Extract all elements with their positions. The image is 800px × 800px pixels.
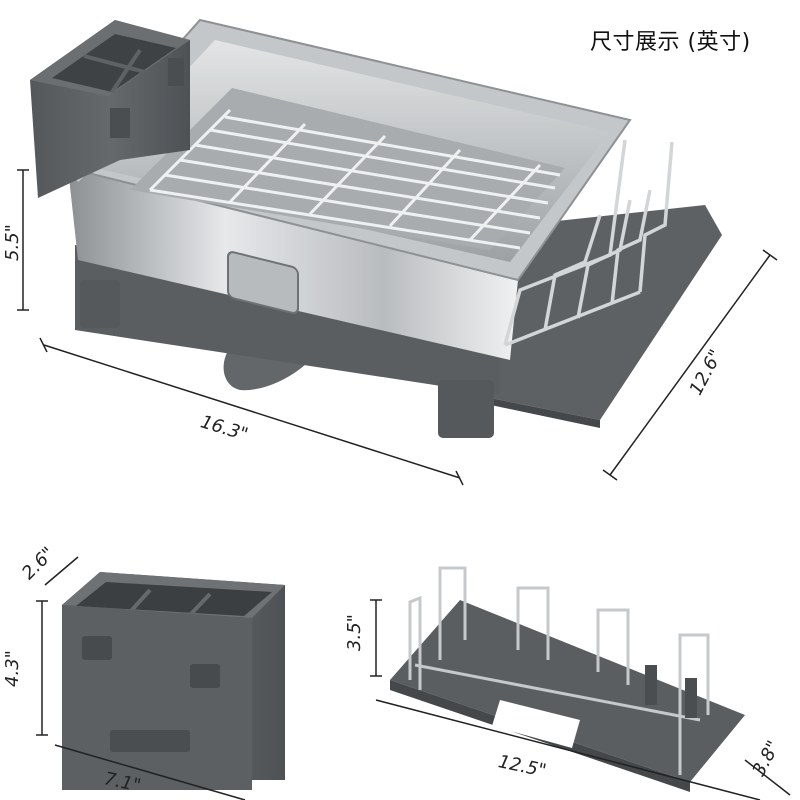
rack-leg <box>438 380 494 438</box>
basin-handle <box>227 251 299 315</box>
main-height-label: 5.5" <box>1 224 23 261</box>
drain-board <box>486 205 722 420</box>
caddy-height-label: 4.3" <box>1 650 23 687</box>
main-dimension-lines <box>17 169 778 486</box>
cup-holder-rack <box>503 139 674 347</box>
dish-grill <box>148 108 561 250</box>
main-dish-rack <box>66 18 722 438</box>
rack-height-label: 3.5" <box>343 614 365 651</box>
page-title: 尺寸展示 (英寸) <box>590 30 751 55</box>
rack-dimension-lines <box>370 599 791 800</box>
rack-leg <box>80 280 120 328</box>
standalone-cup-rack <box>390 566 745 792</box>
caddy-dimension-lines <box>36 556 246 800</box>
drain-board-edge <box>486 382 600 428</box>
standalone-utensil-caddy <box>62 572 285 790</box>
attached-utensil-caddy <box>30 20 190 198</box>
basin-front <box>68 168 518 360</box>
